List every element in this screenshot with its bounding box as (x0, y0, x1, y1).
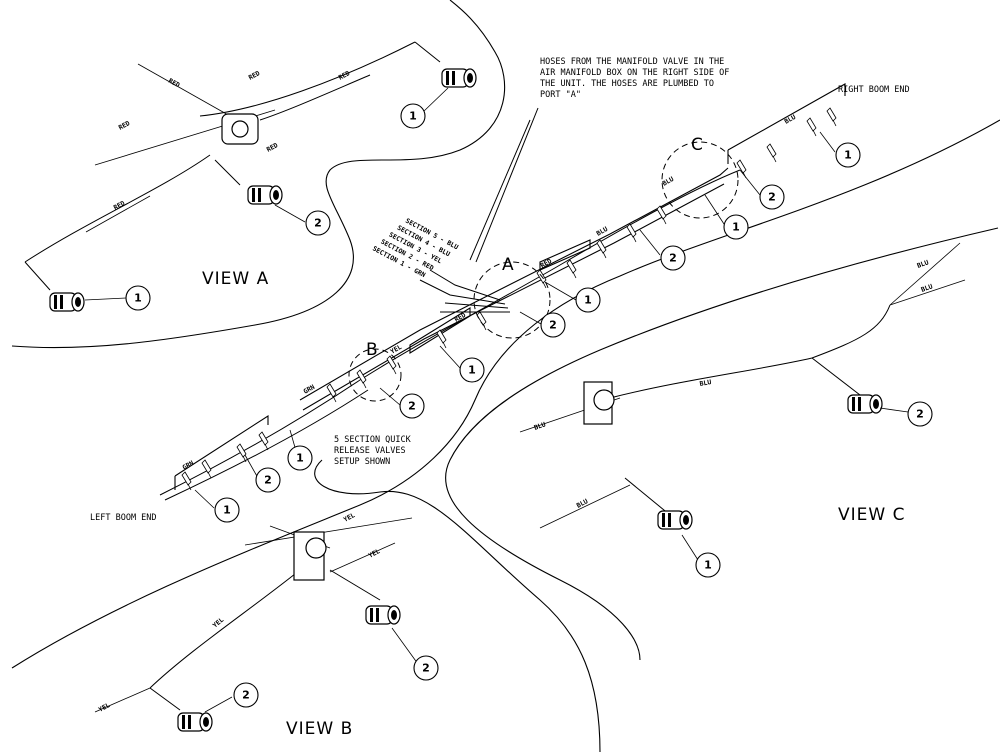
svg-text:AIR MANIFOLD BOX ON THE RIGHT: AIR MANIFOLD BOX ON THE RIGHT SIDE OF (540, 68, 729, 78)
section-labels: SECTION 5 - BLU SECTION 4 - BLU SECTION … (371, 217, 460, 279)
callout-2-detail-b: 2 (399, 393, 425, 419)
view-a-detail: RED RED RED RED RED RED VIEW A (24, 41, 477, 312)
callout-2-view-b-right: 2 (413, 655, 439, 681)
view-a-label-red-1: RED (117, 119, 131, 132)
svg-text:2: 2 (264, 474, 272, 487)
leader-lines (84, 87, 909, 713)
view-c-label-blu-4: BLU (920, 282, 934, 294)
view-c-label-blu-1: BLU (533, 420, 547, 432)
view-b-title: VIEW B (286, 719, 353, 739)
view-b-label-yel-4: YEL (97, 701, 111, 714)
view-a-label-red-3: RED (247, 69, 261, 82)
callout-1-view-a-top: 1 (400, 103, 426, 129)
left-boom-end-label: LEFT BOOM END (90, 513, 157, 523)
callout-2-view-a: 2 (305, 210, 331, 236)
svg-text:1: 1 (223, 504, 231, 517)
view-b-nozzle-1 (365, 605, 401, 625)
hoses-note: HOSES FROM THE MANIFOLD VALVE IN THE AIR… (540, 57, 729, 100)
svg-text:2: 2 (408, 400, 416, 413)
detail-circle-a: A (473, 255, 551, 339)
callout-1-right-boom: 1 (835, 142, 861, 168)
svg-text:1: 1 (134, 292, 142, 305)
svg-text:1: 1 (468, 364, 476, 377)
detail-letter-b: B (366, 340, 378, 360)
callout-1-view-a-bottom: 1 (125, 285, 151, 311)
boom-label-grn-1: GRN (181, 459, 195, 472)
view-a-label-red-6: RED (112, 199, 126, 212)
svg-text:SETUP SHOWN: SETUP SHOWN (334, 457, 390, 467)
svg-text:1: 1 (732, 221, 740, 234)
view-b-boundary (11, 119, 1000, 669)
view-c-title: VIEW C (838, 505, 905, 525)
callout-1-left-boom-inner: 1 (287, 445, 313, 471)
view-c-boundary (445, 227, 999, 661)
callout-1-left-boom-end: 1 (214, 497, 240, 523)
callout-1-view-c: 1 (695, 552, 721, 578)
boom-label-blu-2: BLU (661, 175, 675, 188)
view-c-label-blu-3: BLU (916, 258, 930, 270)
view-a-boundary (11, 0, 506, 349)
svg-text:1: 1 (296, 452, 304, 465)
svg-text:2: 2 (422, 662, 430, 675)
svg-text:2: 2 (314, 217, 322, 230)
detail-letter-a: A (502, 255, 514, 275)
svg-text:PORT "A": PORT "A" (540, 90, 581, 100)
callout-2-view-b-left: 2 (233, 682, 259, 708)
svg-text:2: 2 (768, 191, 776, 204)
boom-label-yel: YEL (389, 343, 403, 356)
view-c-nozzle-2 (657, 510, 693, 530)
svg-text:1: 1 (844, 149, 852, 162)
boom-label-red-2: RED (539, 257, 553, 270)
boom-label-blu-3: BLU (783, 113, 797, 126)
view-c-label-blu-2: BLU (699, 378, 712, 388)
view-b-nozzle-2 (177, 712, 213, 732)
detail-letter-c: C (691, 135, 703, 155)
view-c-nozzle-1 (847, 394, 883, 414)
view-b-label-yel-1: YEL (342, 511, 356, 524)
svg-text:2: 2 (242, 689, 250, 702)
callout-2-detail-a: 2 (540, 312, 566, 338)
right-boom-end-label: RIGHT BOOM END (838, 85, 910, 95)
view-a-label-red-4: RED (337, 69, 351, 82)
svg-text:1: 1 (704, 559, 712, 572)
svg-text:1: 1 (584, 294, 592, 307)
callout-1-center-boom: 1 (459, 357, 485, 383)
detail-circle-b: B (348, 340, 402, 402)
svg-text:2: 2 (669, 252, 677, 265)
view-b-label-yel-3: YEL (211, 616, 225, 630)
lower-left-boundary (314, 459, 601, 752)
callout-1-detail-a: 1 (575, 287, 601, 313)
detail-circle-c: C (661, 135, 739, 219)
callout-1-detail-c: 1 (723, 214, 749, 240)
boom-label-grn-2: GRN (302, 383, 316, 396)
view-a-nozzle-1 (441, 68, 477, 88)
view-b-label-yel-2: YEL (367, 547, 381, 560)
callout-2-view-c: 2 (907, 401, 933, 427)
view-a-nozzle-3 (49, 292, 85, 312)
svg-text:2: 2 (916, 408, 924, 421)
callout-2-mid-boom: 2 (660, 245, 686, 271)
view-c-detail: BLU BLU BLU BLU BLU VIEW C (519, 242, 966, 530)
boom-hoses (159, 107, 741, 501)
view-a-nozzle-2 (247, 185, 283, 205)
svg-text:HOSES FROM THE MANIFOLD VALVE: HOSES FROM THE MANIFOLD VALVE IN THE (540, 57, 724, 67)
svg-text:2: 2 (549, 319, 557, 332)
view-c-label-blu-5: BLU (575, 497, 589, 510)
svg-text:THE UNIT. THE HOSES ARE PLUMBE: THE UNIT. THE HOSES ARE PLUMBED TO (540, 79, 714, 89)
boom-frame (174, 83, 846, 490)
callout-2-right-boom: 2 (759, 184, 785, 210)
svg-text:1: 1 (409, 110, 417, 123)
view-a-label-red-5: RED (265, 141, 279, 154)
callout-bubbles: 1 2 1 1 2 1 2 1 2 1 2 1 2 1 2 2 2 1 (125, 103, 933, 708)
quick-release-note: 5 SECTION QUICK RELEASE VALVES SETUP SHO… (334, 435, 412, 467)
svg-text:5 SECTION QUICK: 5 SECTION QUICK (334, 435, 412, 445)
view-a-title: VIEW A (202, 269, 269, 289)
callout-2-left-boom: 2 (255, 467, 281, 493)
svg-text:RELEASE VALVES: RELEASE VALVES (334, 446, 406, 456)
